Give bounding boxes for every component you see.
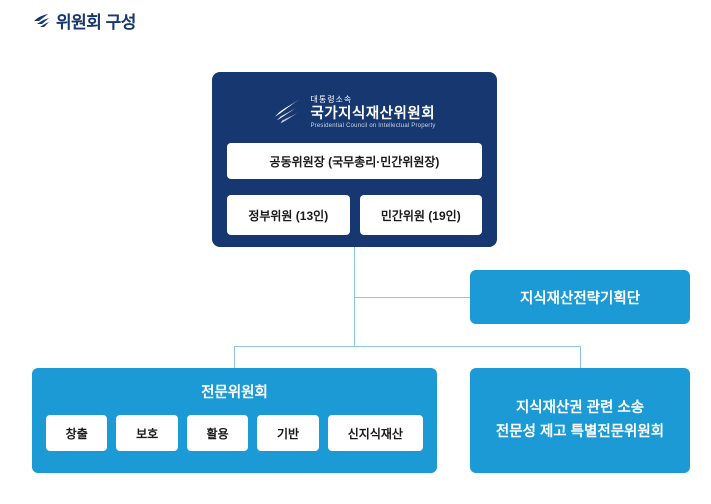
connector-drop-left [234,346,235,368]
member-civil-label: 민간위원 (19인) [380,208,461,223]
special-committee-line1: 지식재산권 관련 소송 [515,400,645,417]
strategy-office-label: 지식재산전략기획단 [519,290,641,307]
member-government-label: 정부위원 (13인) [248,208,329,223]
subcommittee-new-ip-label: 신지식재산 [347,426,403,441]
subcommittee-box-foundation: 기반 [257,415,319,451]
members-row: 정부위원 (13인) 민간위원 (19인) [227,195,482,235]
subcommittee-box-protection: 보호 [116,415,178,451]
council-logo-text: 대통령소속 국가지식재산위원회 Presidential Council on … [310,95,435,131]
subcommittee-protection-label: 보호 [136,426,159,441]
feather-icon [33,13,50,29]
connector-drop-right [580,346,581,368]
page-title: 위원회 구성 [56,13,136,32]
council-box: 대통령소속 국가지식재산위원회 Presidential Council on … [212,72,497,247]
council-name-en: Presidential Council on Intellectual Pro… [310,123,436,130]
council-name: 국가지식재산위원회 [310,106,436,123]
council-affiliation: 대통령소속 [310,95,353,105]
chair-label: 공동위원장 (국무총리·민간위원장) [269,154,440,169]
subcommittee-box-creation: 창출 [46,415,108,451]
expert-committee-title: 전문위원회 [201,385,268,401]
subcommittee-box-new-ip: 신지식재산 [327,415,423,451]
member-box-government: 정부위원 (13인) [227,195,350,235]
connector-to-strategy [354,297,470,298]
page-header: 위원회 구성 [33,8,136,33]
subcommittee-foundation-label: 기반 [276,426,300,441]
connector-horizontal-branch [234,346,580,347]
expert-committee-box: 전문위원회 창출 보호 활용 기반 신지식재산 [32,368,437,473]
subcommittee-utilization-label: 활용 [206,426,229,441]
council-logo: 대통령소속 국가지식재산위원회 Presidential Council on … [227,85,482,141]
special-committee-line2: 전문성 제고 특별전문위원회 [495,423,665,440]
subcommittee-row: 창출 보호 활용 기반 신지식재산 [46,415,423,451]
strategy-office-box: 지식재산전략기획단 [470,270,690,324]
member-box-civil: 민간위원 (19인) [359,195,482,235]
council-book-icon [273,96,303,131]
subcommittee-box-utilization: 활용 [186,415,249,451]
special-committee-box: 지식재산권 관련 소송 전문성 제고 특별전문위원회 [470,368,690,473]
subcommittee-creation-label: 창출 [65,426,88,441]
chair-box: 공동위원장 (국무총리·민간위원장) [227,143,482,179]
connector-vertical-main [354,247,355,346]
